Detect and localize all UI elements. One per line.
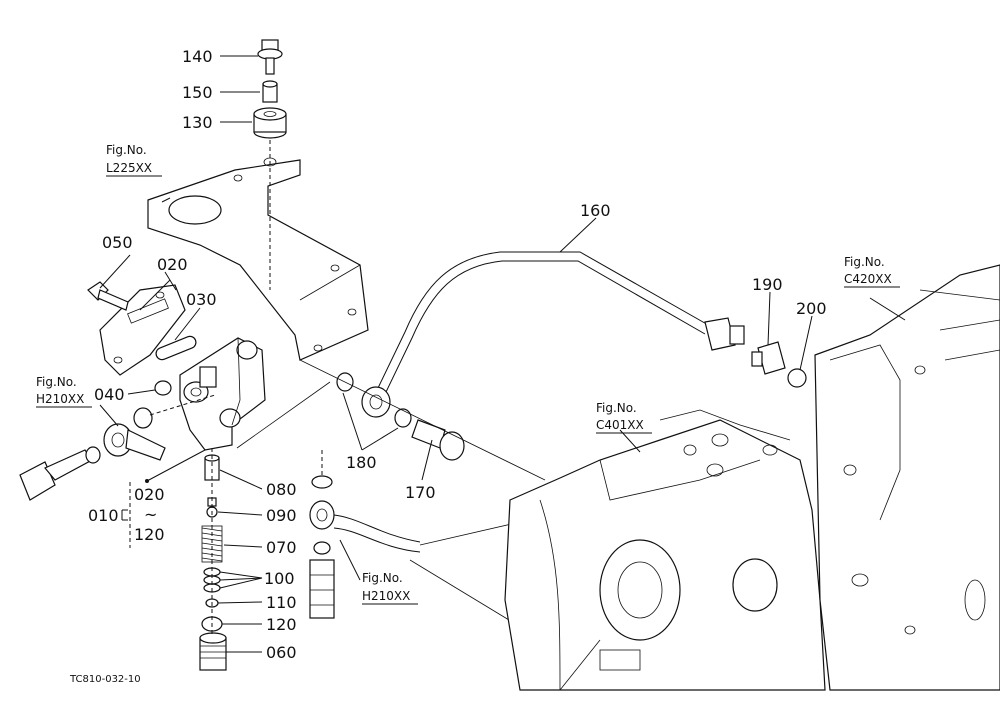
label-110: 110 (266, 593, 297, 612)
label-200: 200 (796, 299, 827, 318)
flange-plate-020 (99, 284, 186, 376)
fig-ref-code: H210XX (362, 589, 410, 603)
plug-060 (199, 632, 227, 671)
label-180: 180 (346, 453, 377, 472)
o-ring-040 (154, 380, 172, 396)
banjo-180 (336, 372, 412, 428)
label-030: 030 (186, 290, 217, 309)
label-130: 130 (182, 113, 213, 132)
washer-left (133, 407, 153, 429)
label-040: 040 (94, 385, 125, 404)
banjo-bolt-left (19, 446, 101, 501)
bolt-050 (87, 281, 129, 311)
label-020: 020 (157, 255, 188, 274)
banjo-fitting-left (103, 423, 166, 461)
bracket (147, 157, 369, 361)
fig-ref-c401: Fig.No. C401XX (596, 401, 652, 434)
fig-ref-title: Fig.No. (106, 143, 147, 157)
fig-ref-code: L225XX (106, 161, 152, 175)
label-090: 090 (266, 506, 297, 525)
transmission-case (504, 409, 826, 691)
fig-ref-code: C401XX (596, 418, 644, 432)
label-140: 140 (182, 47, 213, 66)
range-end-label: 120 (134, 525, 165, 544)
label-170: 170 (405, 483, 436, 502)
fig-ref-h210-right: Fig.No. H210XX (362, 571, 418, 605)
label-010: 010 (88, 506, 119, 525)
grommet-130 (253, 107, 287, 139)
drawing-code: TC810-032-10 (69, 674, 141, 685)
label-160: 160 (580, 201, 611, 220)
hose-fitting-center (309, 475, 421, 619)
fig-ref-title: Fig.No. (362, 571, 403, 585)
fig-ref-l225: Fig.No. L225XX (106, 143, 162, 177)
leader-lines (99, 55, 906, 653)
fig-ref-code: H210XX (36, 392, 84, 406)
valve-body (179, 337, 266, 451)
fig-ref-title: Fig.No. (596, 401, 637, 415)
o-ring-200 (787, 368, 807, 388)
label-050: 050 (102, 233, 133, 252)
collar-150 (262, 80, 278, 103)
fig-ref-c420: Fig.No. C420XX (844, 255, 900, 288)
gasket-030 (155, 335, 197, 361)
fig-ref-title: Fig.No. (36, 375, 77, 389)
fig-ref-title: Fig.No. (844, 255, 885, 269)
fig-ref-code: C420XX (844, 272, 892, 286)
bolt-140 (257, 39, 283, 75)
label-070: 070 (266, 538, 297, 557)
fig-ref-h210-left: Fig.No. H210XX (36, 375, 92, 408)
label-100: 100 (264, 569, 295, 588)
banjo-bolt-170 (411, 419, 465, 461)
label-120: 120 (266, 615, 297, 634)
rear-housing (814, 264, 1000, 691)
label-150: 150 (182, 83, 213, 102)
label-080: 080 (266, 480, 297, 499)
part-number-labels: 140 150 130 160 050 020 030 040 190 200 … (88, 47, 827, 662)
adapter-190 (751, 341, 786, 375)
label-190: 190 (752, 275, 783, 294)
label-060: 060 (266, 643, 297, 662)
pipe-160 (377, 251, 745, 393)
range-tilde: ~ (144, 505, 157, 524)
range-start-label: 020 (134, 485, 165, 504)
